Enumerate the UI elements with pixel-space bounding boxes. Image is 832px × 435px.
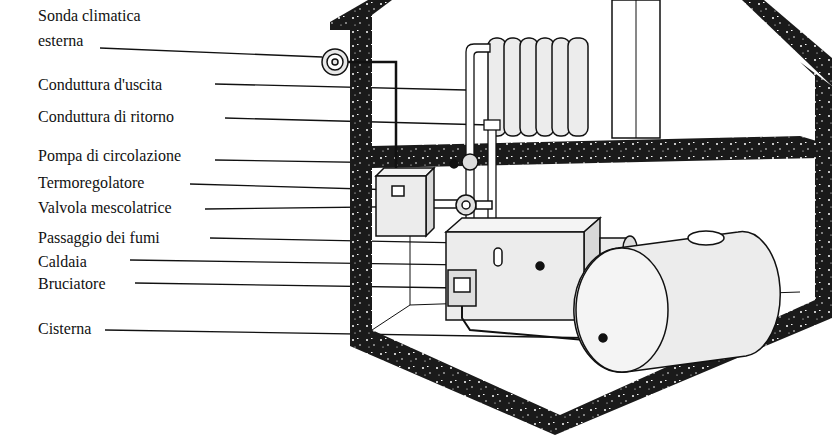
part-label: Conduttura d'uscita <box>38 72 228 97</box>
part-label: Cisterna <box>38 316 228 341</box>
tank <box>574 231 780 372</box>
radiator <box>488 38 588 136</box>
circulation-pump <box>450 154 478 170</box>
probe-wire <box>348 62 396 172</box>
house-walls <box>330 0 832 435</box>
burner <box>448 270 476 306</box>
chimney <box>612 0 660 138</box>
part-label: Sonda climatica esterna <box>38 3 156 53</box>
part-label: Pompa di circolazione <box>38 143 228 168</box>
thermoregulator <box>376 168 434 236</box>
part-label: Valvola mescolatrice <box>38 195 228 220</box>
fuel-line <box>462 306 585 340</box>
part-label: Termoregolatore <box>38 170 228 195</box>
part-label: Caldaia <box>38 249 228 274</box>
external-probe <box>322 49 348 75</box>
part-label: Bruciatore <box>38 271 228 296</box>
part-label: Passaggio dei fumi <box>38 225 228 250</box>
part-label: Conduttura di ritorno <box>38 104 228 129</box>
mixing-valve <box>432 195 492 215</box>
